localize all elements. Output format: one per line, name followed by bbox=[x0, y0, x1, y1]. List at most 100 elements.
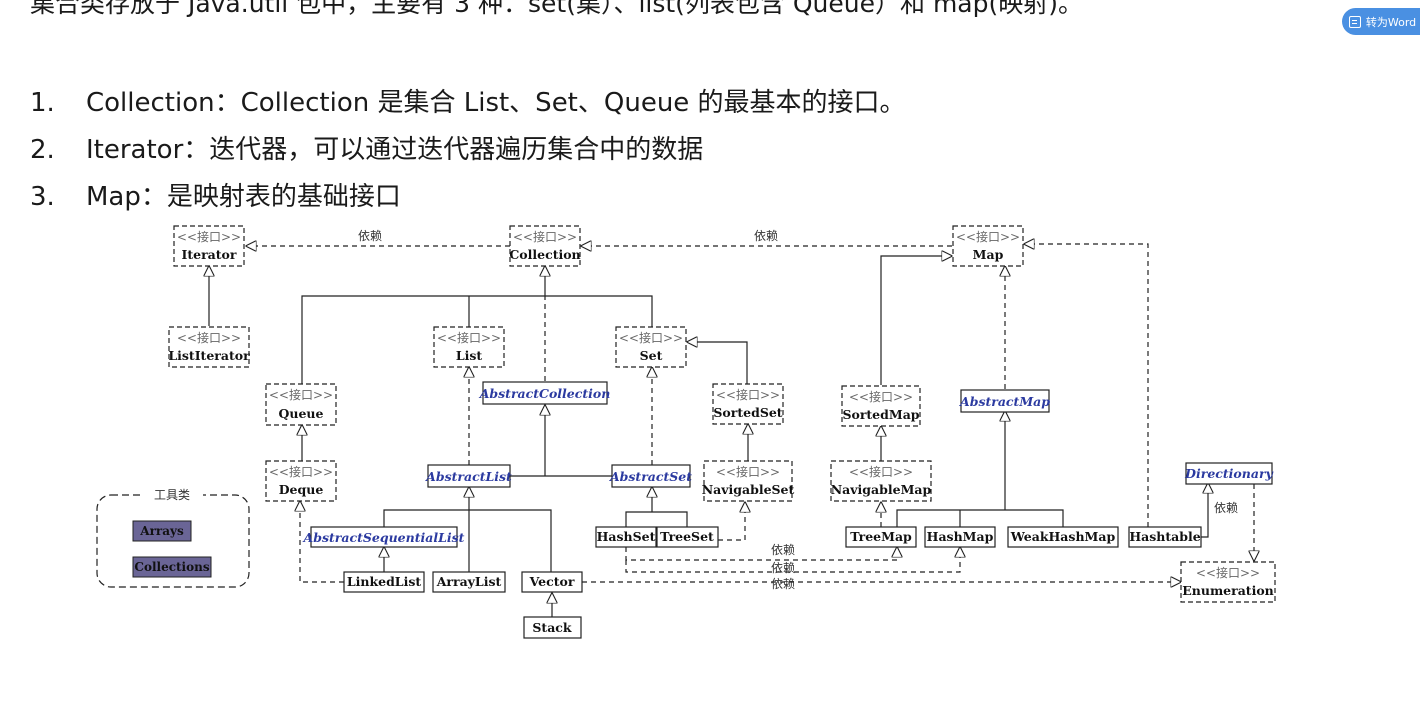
interface-name: ListIterator bbox=[168, 348, 250, 363]
extends-sortedset-set bbox=[687, 342, 748, 384]
stereotype-label: <<接口>> bbox=[269, 464, 333, 479]
class-linkedlist: LinkedList bbox=[343, 571, 425, 593]
stereotype-label: <<接口>> bbox=[849, 389, 913, 404]
interface-map: <<接口>> Map bbox=[952, 225, 1024, 267]
abstract-class-name: Directionary bbox=[1184, 466, 1273, 481]
interface-name: Deque bbox=[279, 482, 324, 497]
dependency-label: 依赖 bbox=[771, 542, 795, 557]
stereotype-label: <<接口>> bbox=[513, 229, 577, 244]
abstract-class-abstractlist: AbstractList bbox=[425, 464, 512, 488]
list-item-text: Map：是映射表的基础接口 bbox=[86, 182, 401, 212]
stereotype-label: <<接口>> bbox=[177, 330, 241, 345]
class-name: ArrayList bbox=[436, 574, 502, 589]
interface-list: <<接口>> List bbox=[433, 326, 505, 368]
stereotype-label: <<接口>> bbox=[716, 387, 780, 402]
relationship-lines bbox=[209, 244, 1254, 617]
intro-text: 集合类存放于 Java.util 包中，主要有 3 种：set(集）、list(… bbox=[30, 0, 1083, 18]
definition-list: 1. Collection：Collection 是集合 List、Set、Que… bbox=[30, 80, 906, 221]
word-doc-icon bbox=[1348, 15, 1361, 28]
stereotype-label: <<接口>> bbox=[849, 464, 913, 479]
interface-navigableset: <<接口>> NavigableSet bbox=[702, 460, 795, 502]
convert-to-word-label: 转为Word bbox=[1365, 15, 1417, 29]
class-treemap: TreeMap bbox=[845, 526, 917, 548]
interface-deque: <<接口>> Deque bbox=[265, 460, 337, 502]
class-treeset: TreeSet bbox=[656, 526, 719, 548]
convert-to-word-button[interactable]: 转为Word bbox=[1342, 8, 1420, 35]
interface-name: Map bbox=[973, 247, 1004, 262]
interface-name: List bbox=[456, 348, 483, 363]
interface-sortedmap: <<接口>> SortedMap bbox=[841, 385, 921, 427]
stereotype-label: <<接口>> bbox=[619, 330, 683, 345]
interface-name: Enumeration bbox=[1182, 583, 1274, 598]
dependency-label: 依赖 bbox=[771, 560, 795, 575]
interface-name: Collection bbox=[509, 247, 580, 262]
interface-name: Iterator bbox=[182, 247, 237, 262]
abstract-class-name: AbstractSet bbox=[609, 469, 692, 484]
class-hashtable: Hashtable bbox=[1128, 526, 1202, 548]
dependency-label: 依赖 bbox=[358, 228, 382, 243]
implements-treeset-navigableset bbox=[718, 502, 745, 541]
abstract-class-abstractmap: AbstractMap bbox=[959, 389, 1050, 413]
extends-abstractsequentiallist-abstractlist bbox=[383, 487, 552, 572]
interface-sortedset: <<接口>> SortedSet bbox=[712, 383, 784, 425]
class-hashmap: HashMap bbox=[924, 526, 996, 548]
dependency-labels: 依赖 依赖 依赖 依赖 依赖 依赖 bbox=[358, 228, 1238, 591]
interface-name: SortedMap bbox=[842, 407, 919, 422]
abstract-class-abstractset: AbstractSet bbox=[609, 464, 692, 488]
utility-classes-group: 工具类 Arrays Collections bbox=[96, 487, 250, 588]
list-item-text: Collection：Collection 是集合 List、Set、Queue… bbox=[86, 88, 906, 118]
list-item: 3. Map：是映射表的基础接口 bbox=[30, 174, 906, 221]
class-name: Hashtable bbox=[1129, 529, 1200, 544]
class-stack: Stack bbox=[523, 616, 582, 639]
extends-hashtable-dictionary bbox=[1200, 483, 1208, 538]
dependency-label: 依赖 bbox=[771, 576, 795, 591]
list-item-text: Iterator：迭代器，可以通过迭代器遍历集合中的数据 bbox=[86, 135, 704, 165]
class-name: LinkedList bbox=[347, 574, 422, 589]
list-item-number: 1. bbox=[30, 88, 55, 118]
interface-name: NavigableMap bbox=[831, 482, 932, 497]
stereotype-label: <<接口>> bbox=[437, 330, 501, 345]
extends-abstract-list-set-collection bbox=[510, 405, 612, 477]
class-weakhashmap: WeakHashMap bbox=[1007, 526, 1119, 548]
list-item: 2. Iterator：迭代器，可以通过迭代器遍历集合中的数据 bbox=[30, 127, 906, 174]
abstract-class-name: AbstractList bbox=[425, 469, 512, 484]
stereotype-label: <<接口>> bbox=[716, 464, 780, 479]
interface-name: SortedSet bbox=[713, 405, 782, 420]
class-name: HashMap bbox=[927, 529, 994, 544]
stereotype-label: <<接口>> bbox=[1196, 565, 1260, 580]
class-name: TreeSet bbox=[660, 529, 714, 544]
interface-navigablemap: <<接口>> NavigableMap bbox=[830, 460, 932, 502]
dependency-label: 依赖 bbox=[1214, 500, 1238, 515]
class-hashset: HashSet bbox=[595, 526, 657, 548]
list-item-number: 2. bbox=[30, 135, 55, 165]
abstract-class-dictionary: Directionary bbox=[1184, 462, 1274, 485]
class-vector: Vector bbox=[521, 571, 583, 593]
extends-queue-list-set-collection bbox=[301, 266, 653, 384]
class-name: WeakHashMap bbox=[1010, 529, 1116, 544]
implements-hashtable-map bbox=[1024, 244, 1149, 527]
utility-class-collections: Collections bbox=[134, 560, 209, 574]
utility-group-title: 工具类 bbox=[154, 488, 190, 502]
abstract-class-name: AbstractMap bbox=[959, 394, 1050, 409]
class-name: HashSet bbox=[597, 529, 656, 544]
interface-name: Set bbox=[640, 348, 663, 363]
class-name: Stack bbox=[532, 620, 572, 635]
stereotype-label: <<接口>> bbox=[269, 387, 333, 402]
extends-sortedmap-map bbox=[880, 256, 952, 385]
class-name: Vector bbox=[529, 574, 575, 589]
extends-sets-abstractset bbox=[625, 487, 688, 527]
dependency-label: 依赖 bbox=[754, 228, 778, 243]
list-item-number: 3. bbox=[30, 182, 55, 212]
abstract-class-name: AbstractCollection bbox=[479, 386, 611, 401]
interface-queue: <<接口>> Queue bbox=[265, 383, 337, 426]
class-name: TreeMap bbox=[850, 529, 912, 544]
collection-class-diagram: 依赖 依赖 依赖 依赖 依赖 依赖 <<接口>> Iterator <<接口>>… bbox=[96, 225, 1276, 639]
stereotype-label: <<接口>> bbox=[177, 229, 241, 244]
abstract-class-name: AbstractSequentialList bbox=[303, 530, 465, 545]
abstract-class-abstractcollection: AbstractCollection bbox=[479, 381, 611, 405]
utility-class-arrays: Arrays bbox=[139, 524, 184, 538]
interface-name: NavigableSet bbox=[702, 482, 795, 497]
interface-enumeration: <<接口>> Enumeration bbox=[1180, 561, 1276, 603]
class-arraylist: ArrayList bbox=[432, 571, 506, 593]
abstract-class-abstractsequentiallist: AbstractSequentialList bbox=[303, 526, 465, 548]
